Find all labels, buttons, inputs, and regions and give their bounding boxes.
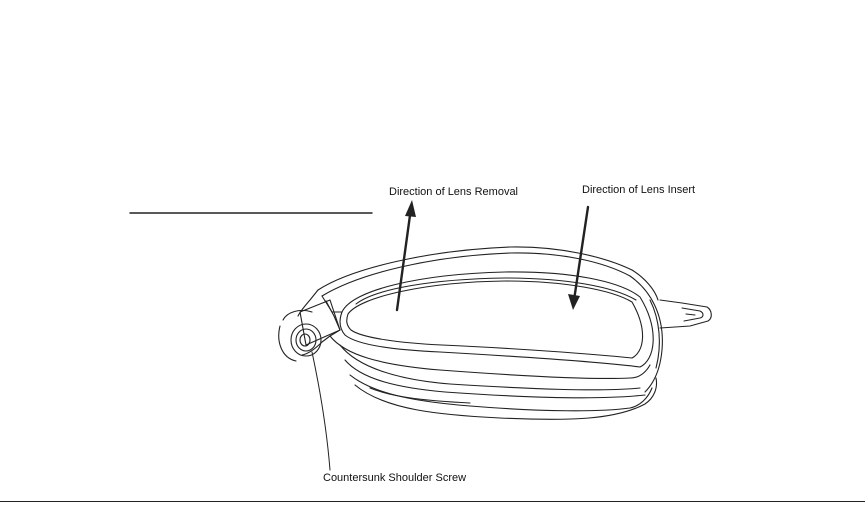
label-shoulder-screw: Countersunk Shoulder Screw	[323, 472, 466, 485]
frame-right-inner	[650, 300, 659, 368]
screw-head-mid	[296, 329, 316, 351]
frame-right-upper	[632, 270, 658, 300]
frame-bottom	[355, 378, 657, 419]
frame-lower-1	[330, 336, 650, 379]
label-lens-insert: Direction of Lens Insert	[582, 184, 695, 197]
frame-lower-2	[340, 345, 640, 390]
lens-opening-outer	[340, 272, 653, 367]
hinge-connector	[322, 296, 342, 312]
screw-leader-line	[312, 352, 330, 470]
removal-arrow-head	[405, 200, 416, 217]
insert-arrow-head	[568, 294, 580, 310]
label-lens-removal: Direction of Lens Removal	[389, 186, 518, 199]
hinge-block	[300, 300, 340, 345]
frame-lower-4	[350, 375, 652, 411]
hinge-block-top	[283, 310, 312, 320]
right-tab-slot	[686, 314, 695, 315]
bottom-divider	[0, 501, 865, 502]
frame-outer-top-2	[322, 253, 630, 296]
lens-opening-inner	[347, 281, 643, 358]
